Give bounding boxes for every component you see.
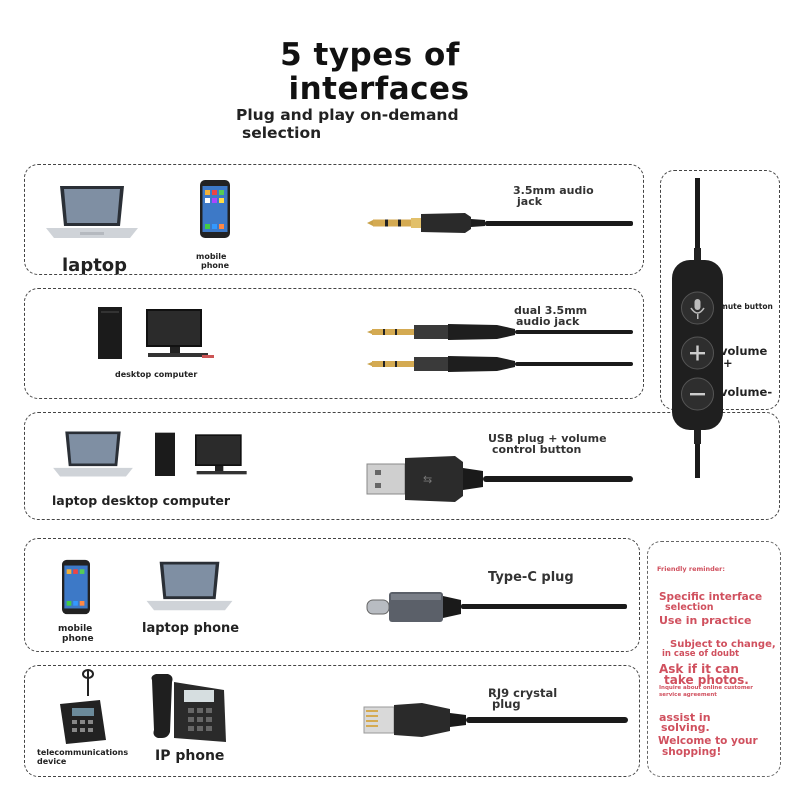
interface-panel-type-c <box>24 538 640 652</box>
title-line-2: interfaces <box>288 71 470 107</box>
mobile-phone-label: mobile phone <box>58 624 94 644</box>
plug-label-dual-3-5mm: dual 3.5mm audio jack <box>514 305 587 327</box>
ip-phone-icon <box>151 674 226 742</box>
telecommunications-device-label: telecommunications device <box>37 748 128 766</box>
laptop-phone-label: laptop phone <box>142 621 240 636</box>
phone-label-line: phone <box>62 634 94 644</box>
plug-label-type-c: Type-C plug <box>488 570 574 585</box>
plug-label-3-5mm: 3.5mm audio jack <box>513 185 594 207</box>
reminder-line-7: take photos. <box>664 673 749 687</box>
laptop-label: laptop <box>62 255 128 276</box>
friendly-reminder-panel <box>647 541 781 777</box>
plug-label-line-2: plug <box>492 697 521 711</box>
tel-label-line-2: device <box>37 757 67 766</box>
plug-label-usb: USB plug + volume control button <box>488 433 607 455</box>
svg-text:⇆: ⇆ <box>423 473 432 486</box>
reminder-line-13: shopping! <box>662 746 722 758</box>
mute-button-label: mute button <box>720 302 773 311</box>
telecommunications-device-icon <box>60 669 106 744</box>
reminder-heading: Friendly reminder: <box>657 565 725 573</box>
type-c-plug <box>366 592 627 622</box>
inline-controller <box>672 178 723 478</box>
volume-up-label: volume + <box>720 345 767 369</box>
reminder-line-2: selection <box>665 602 714 613</box>
volume-up-text: volume <box>720 344 768 358</box>
reminder-line-10: assist in <box>659 711 711 724</box>
tel-label-line-1: telecommunications <box>37 748 129 757</box>
volume-down-sign: - <box>767 385 773 399</box>
subtitle-line-1: Plug and play on-demand <box>236 106 459 124</box>
mobile-label-line: mobile <box>196 252 227 261</box>
desktop-computer-icon <box>155 432 247 476</box>
plug-label-line-1: dual 3.5mm <box>514 304 588 317</box>
laptop-desktop-label: laptop desktop computer <box>52 493 231 508</box>
plug-label-line-1: 3.5mm audio <box>513 184 594 197</box>
reminder-line-12: Welcome to your <box>658 735 758 747</box>
interface-panel-3-5mm <box>24 164 644 275</box>
plug-label-line-1: RJ9 crystal <box>488 686 558 700</box>
volume-up-sign: + <box>723 356 733 370</box>
volume-down-text: volume <box>720 385 768 399</box>
reminder-line-9: service agreement <box>659 692 717 698</box>
plug-label-rj9: RJ9 crystal plug <box>488 686 558 711</box>
title-line-1: 5 types of <box>280 37 460 73</box>
usb-plug: ⇆ <box>366 456 633 502</box>
ip-phone-label: IP phone <box>155 748 225 764</box>
reminder-line-8: Inquire about online customer <box>659 685 753 691</box>
plug-label-line-2: audio jack <box>516 315 580 328</box>
reminder-line-3: Use in practice <box>659 614 752 627</box>
interface-panel-dual-3-5mm <box>24 288 644 399</box>
laptop-icon <box>46 186 138 238</box>
mobile-phone-icon <box>62 559 90 615</box>
desktop-computer-label: desktop computer <box>115 370 198 379</box>
plug-label-line-1: USB plug + volume <box>488 432 607 445</box>
laptop-icon <box>53 431 133 477</box>
mobile-phone-icon <box>200 180 230 238</box>
audio-jack-3-5mm <box>367 213 633 233</box>
reminder-line-4: Subject to change, <box>670 639 776 650</box>
plug-label-line-2: control button <box>492 443 582 456</box>
mobile-label-line: mobile <box>58 624 93 634</box>
reminder-line-11: solving. <box>661 721 710 734</box>
laptop-icon <box>146 561 233 611</box>
subtitle-line-2: selection <box>242 124 322 142</box>
rj9-crystal-plug <box>363 703 628 737</box>
reminder-line-6: Ask if it can <box>659 662 739 676</box>
reminder-line-1: Specific interface <box>659 591 763 603</box>
volume-down-label: volume- <box>720 385 772 399</box>
dual-audio-jack <box>367 324 633 372</box>
mobile-phone-label: mobile phone <box>196 252 229 270</box>
plug-label-line-2: jack <box>517 195 543 208</box>
page-subtitle: Plug and play on-demand selection <box>236 106 459 142</box>
desktop-computer-icon <box>98 307 214 359</box>
phone-label-line: phone <box>201 261 230 270</box>
reminder-line-5: in case of doubt <box>662 649 740 659</box>
page-title: 5 types of interfaces <box>240 38 500 106</box>
